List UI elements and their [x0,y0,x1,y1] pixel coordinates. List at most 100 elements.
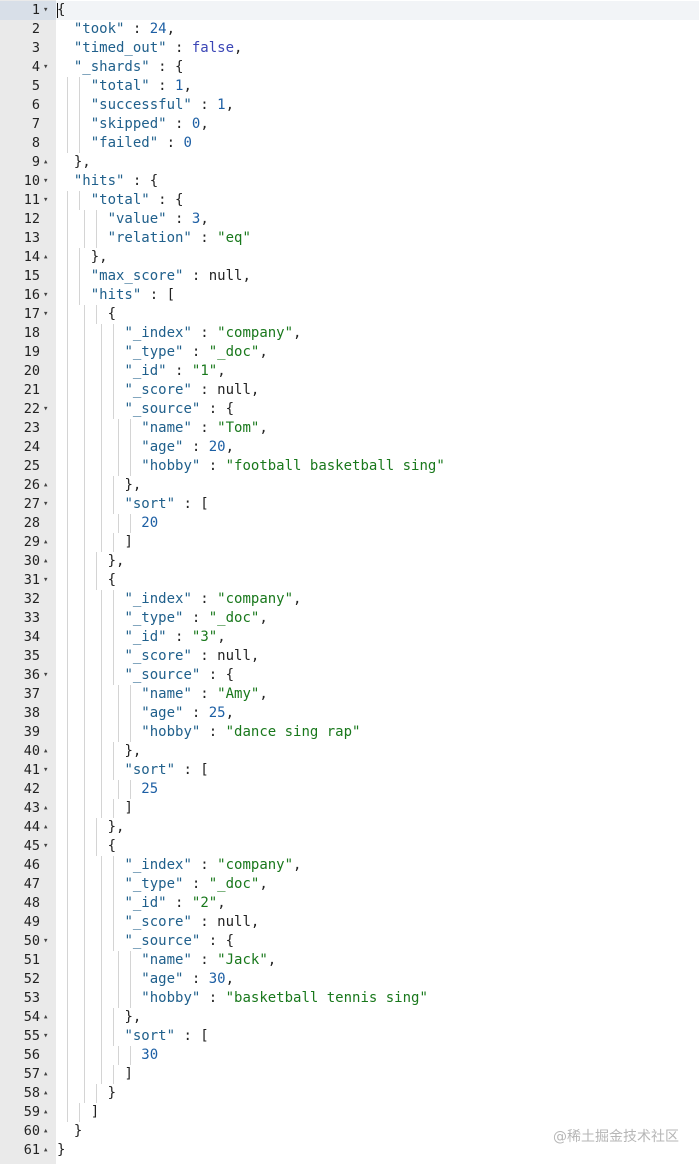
code-line[interactable]: 3"timed_out" : false, [0,39,699,58]
code-line[interactable]: 14▴}, [0,248,699,267]
triangle-up-icon[interactable]: ▴ [43,1145,49,1155]
code-line[interactable]: 57▴] [0,1065,699,1084]
code-line[interactable]: 21"_score" : null, [0,381,699,400]
triangle-up-icon[interactable]: ▴ [43,1069,49,1079]
code-line[interactable]: 54▴}, [0,1008,699,1027]
code-line[interactable]: 2"took" : 24, [0,20,699,39]
triangle-down-icon[interactable]: ▾ [43,62,49,72]
code-line[interactable]: 25"hobby" : "football basketball sing" [0,457,699,476]
code-line[interactable]: 20"_id" : "1", [0,362,699,381]
code-line[interactable]: 22▾"_source" : { [0,400,699,419]
triangle-down-icon[interactable]: ▾ [43,176,49,186]
triangle-up-icon[interactable]: ▴ [43,822,49,832]
code-line[interactable]: 36▾"_source" : { [0,666,699,685]
code-text: 20 [141,514,158,533]
gutter-cell: 49 [0,913,56,932]
triangle-up-icon[interactable]: ▴ [43,252,49,262]
code-line[interactable]: 13"relation" : "eq" [0,229,699,248]
code-line[interactable]: 30▴}, [0,552,699,571]
triangle-down-icon[interactable]: ▾ [43,404,49,414]
code-line[interactable]: 32"_index" : "company", [0,590,699,609]
triangle-up-icon[interactable]: ▴ [43,1088,49,1098]
triangle-down-icon[interactable]: ▾ [43,309,49,319]
code-line[interactable]: 5"total" : 1, [0,77,699,96]
code-line[interactable]: 58▴} [0,1084,699,1103]
code-line[interactable]: 39"hobby" : "dance sing rap" [0,723,699,742]
code-line[interactable]: 45▾{ [0,837,699,856]
triangle-down-icon[interactable]: ▾ [43,575,49,585]
code-line[interactable]: 9▴}, [0,153,699,172]
code-text: "name" : "Amy", [141,685,267,704]
gutter-cell: 21 [0,381,56,400]
code-line[interactable]: 1▾{ [0,1,699,20]
code-text: 25 [141,780,158,799]
code-line[interactable]: 49"_score" : null, [0,913,699,932]
triangle-down-icon[interactable]: ▾ [43,499,49,509]
triangle-down-icon[interactable]: ▾ [43,1031,49,1041]
code-line[interactable]: 18"_index" : "company", [0,324,699,343]
code-line[interactable]: 33"_type" : "_doc", [0,609,699,628]
triangle-up-icon[interactable]: ▴ [43,1107,49,1117]
triangle-up-icon[interactable]: ▴ [43,746,49,756]
code-line[interactable]: 51"name" : "Jack", [0,951,699,970]
code-line[interactable]: 61▴} [0,1141,699,1160]
code-line[interactable]: 47"_type" : "_doc", [0,875,699,894]
code-line[interactable]: 53"hobby" : "basketball tennis sing" [0,989,699,1008]
code-line[interactable]: 44▴}, [0,818,699,837]
code-line[interactable]: 23"name" : "Tom", [0,419,699,438]
code-line[interactable]: 34"_id" : "3", [0,628,699,647]
code-line[interactable]: 59▴] [0,1103,699,1122]
code-line[interactable]: 40▴}, [0,742,699,761]
triangle-down-icon[interactable]: ▾ [43,670,49,680]
code-line[interactable]: 60▴} [0,1122,699,1141]
triangle-down-icon[interactable]: ▾ [43,195,49,205]
code-line[interactable]: 27▾"sort" : [ [0,495,699,514]
code-token: : [ [141,287,176,303]
code-line[interactable]: 35"_score" : null, [0,647,699,666]
triangle-up-icon[interactable]: ▴ [43,537,49,547]
code-line[interactable]: 50▾"_source" : { [0,932,699,951]
triangle-down-icon[interactable]: ▾ [43,936,49,946]
code-line[interactable]: 43▴] [0,799,699,818]
code-line[interactable]: 29▴] [0,533,699,552]
code-line[interactable]: 38"age" : 25, [0,704,699,723]
indent-guide [67,685,69,704]
triangle-up-icon[interactable]: ▴ [43,1126,49,1136]
code-line[interactable]: 37"name" : "Amy", [0,685,699,704]
code-line[interactable]: 24"age" : 20, [0,438,699,457]
code-line[interactable]: 10▾"hits" : { [0,172,699,191]
code-line[interactable]: 12"value" : 3, [0,210,699,229]
code-line[interactable]: 31▾{ [0,571,699,590]
code-line[interactable]: 15"max_score" : null, [0,267,699,286]
triangle-up-icon[interactable]: ▴ [43,556,49,566]
code-line[interactable]: 16▾"hits" : [ [0,286,699,305]
code-line[interactable]: 7"skipped" : 0, [0,115,699,134]
triangle-up-icon[interactable]: ▴ [43,480,49,490]
code-line[interactable]: 19"_type" : "_doc", [0,343,699,362]
code-token: false [191,40,235,56]
code-line[interactable]: 55▾"sort" : [ [0,1027,699,1046]
code-line[interactable]: 41▾"sort" : [ [0,761,699,780]
code-line[interactable]: 52"age" : 30, [0,970,699,989]
triangle-up-icon[interactable]: ▴ [43,1012,49,1022]
code-line[interactable]: 11▾"total" : { [0,191,699,210]
triangle-down-icon[interactable]: ▾ [43,765,49,775]
code-line[interactable]: 26▴}, [0,476,699,495]
code-line[interactable]: 17▾{ [0,305,699,324]
triangle-down-icon[interactable]: ▾ [43,841,49,851]
triangle-up-icon[interactable]: ▴ [43,157,49,167]
code-line[interactable]: 48"_id" : "2", [0,894,699,913]
code-line[interactable]: 6"successful" : 1, [0,96,699,115]
triangle-down-icon[interactable]: ▾ [43,5,49,15]
triangle-down-icon[interactable]: ▾ [43,290,49,300]
triangle-up-icon[interactable]: ▴ [43,803,49,813]
gutter-cell: 52 [0,970,56,989]
code-line[interactable]: 8"failed" : 0 [0,134,699,153]
code-line[interactable]: 46"_index" : "company", [0,856,699,875]
indent-guide [67,723,69,742]
code-line[interactable]: 4▾"_shards" : { [0,58,699,77]
